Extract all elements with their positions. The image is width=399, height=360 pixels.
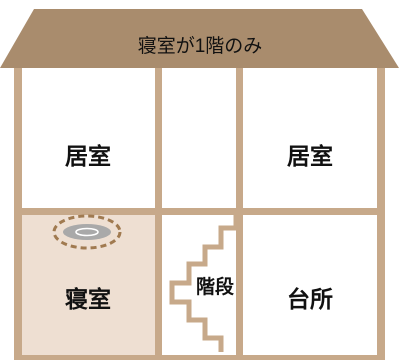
smoke-detector-center: [75, 227, 99, 237]
partition-left: [155, 68, 162, 360]
partition-right: [236, 68, 243, 360]
smoke-detector-body: [63, 224, 111, 240]
smoke-detector-ring: [52, 214, 122, 250]
roof: [0, 9, 399, 68]
room-label-stairs: 階段: [196, 275, 235, 298]
roof-label: 寝室が1階のみ: [138, 35, 263, 57]
stairs-icon: [169, 215, 239, 352]
room-label-upper-left: 居室: [65, 143, 111, 169]
smoke-detector-icon: [52, 214, 122, 250]
room-label-upper-right: 居室: [287, 143, 333, 169]
walls: [14, 68, 385, 360]
room-label-lower-left: 寝室: [65, 286, 111, 312]
room-label-lower-right: 台所: [287, 286, 333, 312]
ground-line: [14, 355, 385, 360]
floor-divider: [14, 208, 385, 215]
